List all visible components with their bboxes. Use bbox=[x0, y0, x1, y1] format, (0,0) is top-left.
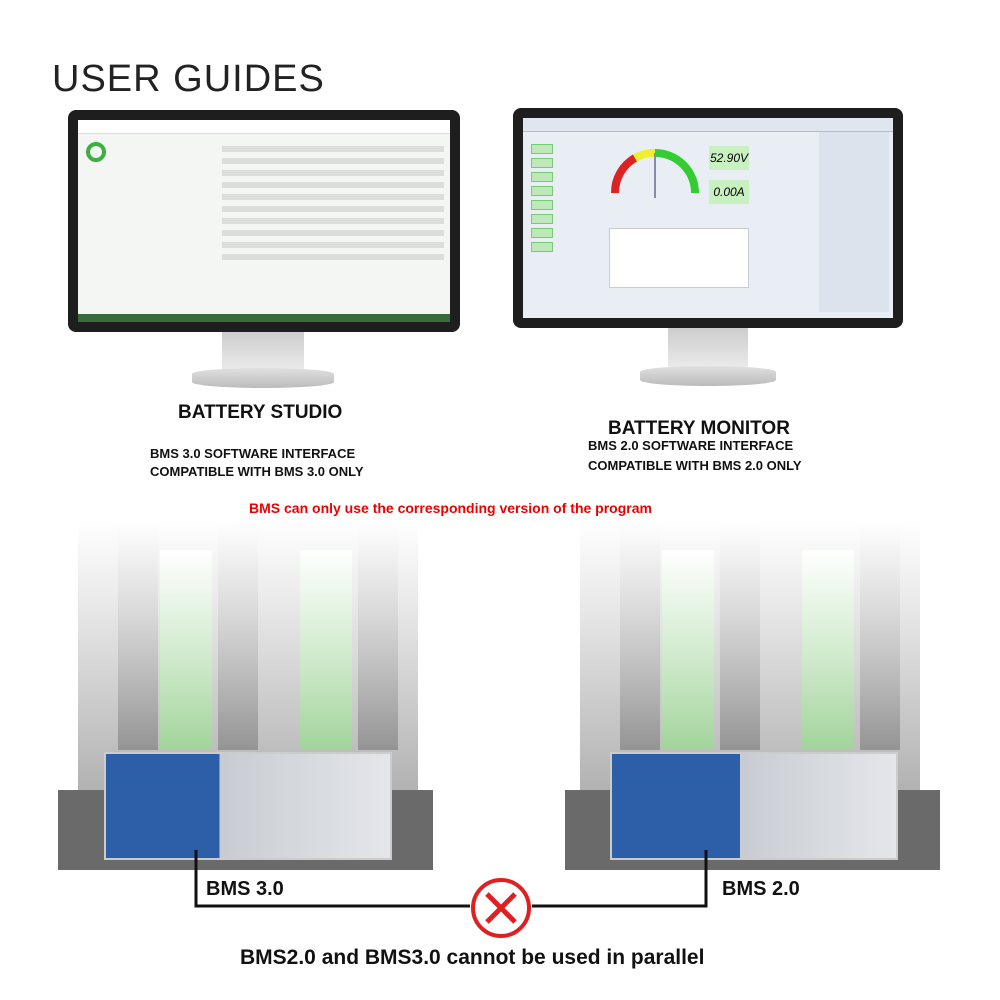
battery-monitor-desc-2: COMPATIBLE WITH BMS 2.0 ONLY bbox=[588, 458, 802, 473]
battery-monitor-screen: 52.90V 0.00A bbox=[523, 118, 893, 318]
battery-studio-label: BATTERY STUDIO bbox=[178, 402, 343, 423]
battery-studio-desc-2: COMPATIBLE WITH BMS 3.0 ONLY bbox=[150, 464, 364, 479]
not-allowed-cross-icon bbox=[471, 878, 531, 938]
battery-monitor-desc-1: BMS 2.0 SOFTWARE INTERFACE bbox=[588, 438, 794, 453]
gauge-icon bbox=[610, 149, 699, 198]
parallel-warning: BMS2.0 and BMS3.0 cannot be used in para… bbox=[240, 946, 705, 969]
bms3-label: BMS 3.0 bbox=[206, 878, 284, 900]
battery-studio-desc-1: BMS 3.0 SOFTWARE INTERFACE bbox=[150, 446, 356, 461]
battery-studio-monitor bbox=[68, 110, 460, 332]
page-title: USER GUIDES bbox=[52, 58, 325, 100]
battery-monitor-label: BATTERY MONITOR bbox=[608, 418, 790, 439]
bms2-board bbox=[610, 752, 898, 860]
battery-studio-screen bbox=[78, 120, 450, 322]
voltage-readout: 52.90V bbox=[709, 146, 749, 170]
bms3-board bbox=[104, 752, 392, 860]
soc-gauge-icon bbox=[86, 142, 106, 162]
version-notice: BMS can only use the corresponding versi… bbox=[249, 500, 652, 516]
battery-monitor-monitor: 52.90V 0.00A bbox=[513, 108, 903, 328]
bms2-label: BMS 2.0 bbox=[722, 878, 800, 900]
current-readout: 0.00A bbox=[709, 180, 749, 204]
